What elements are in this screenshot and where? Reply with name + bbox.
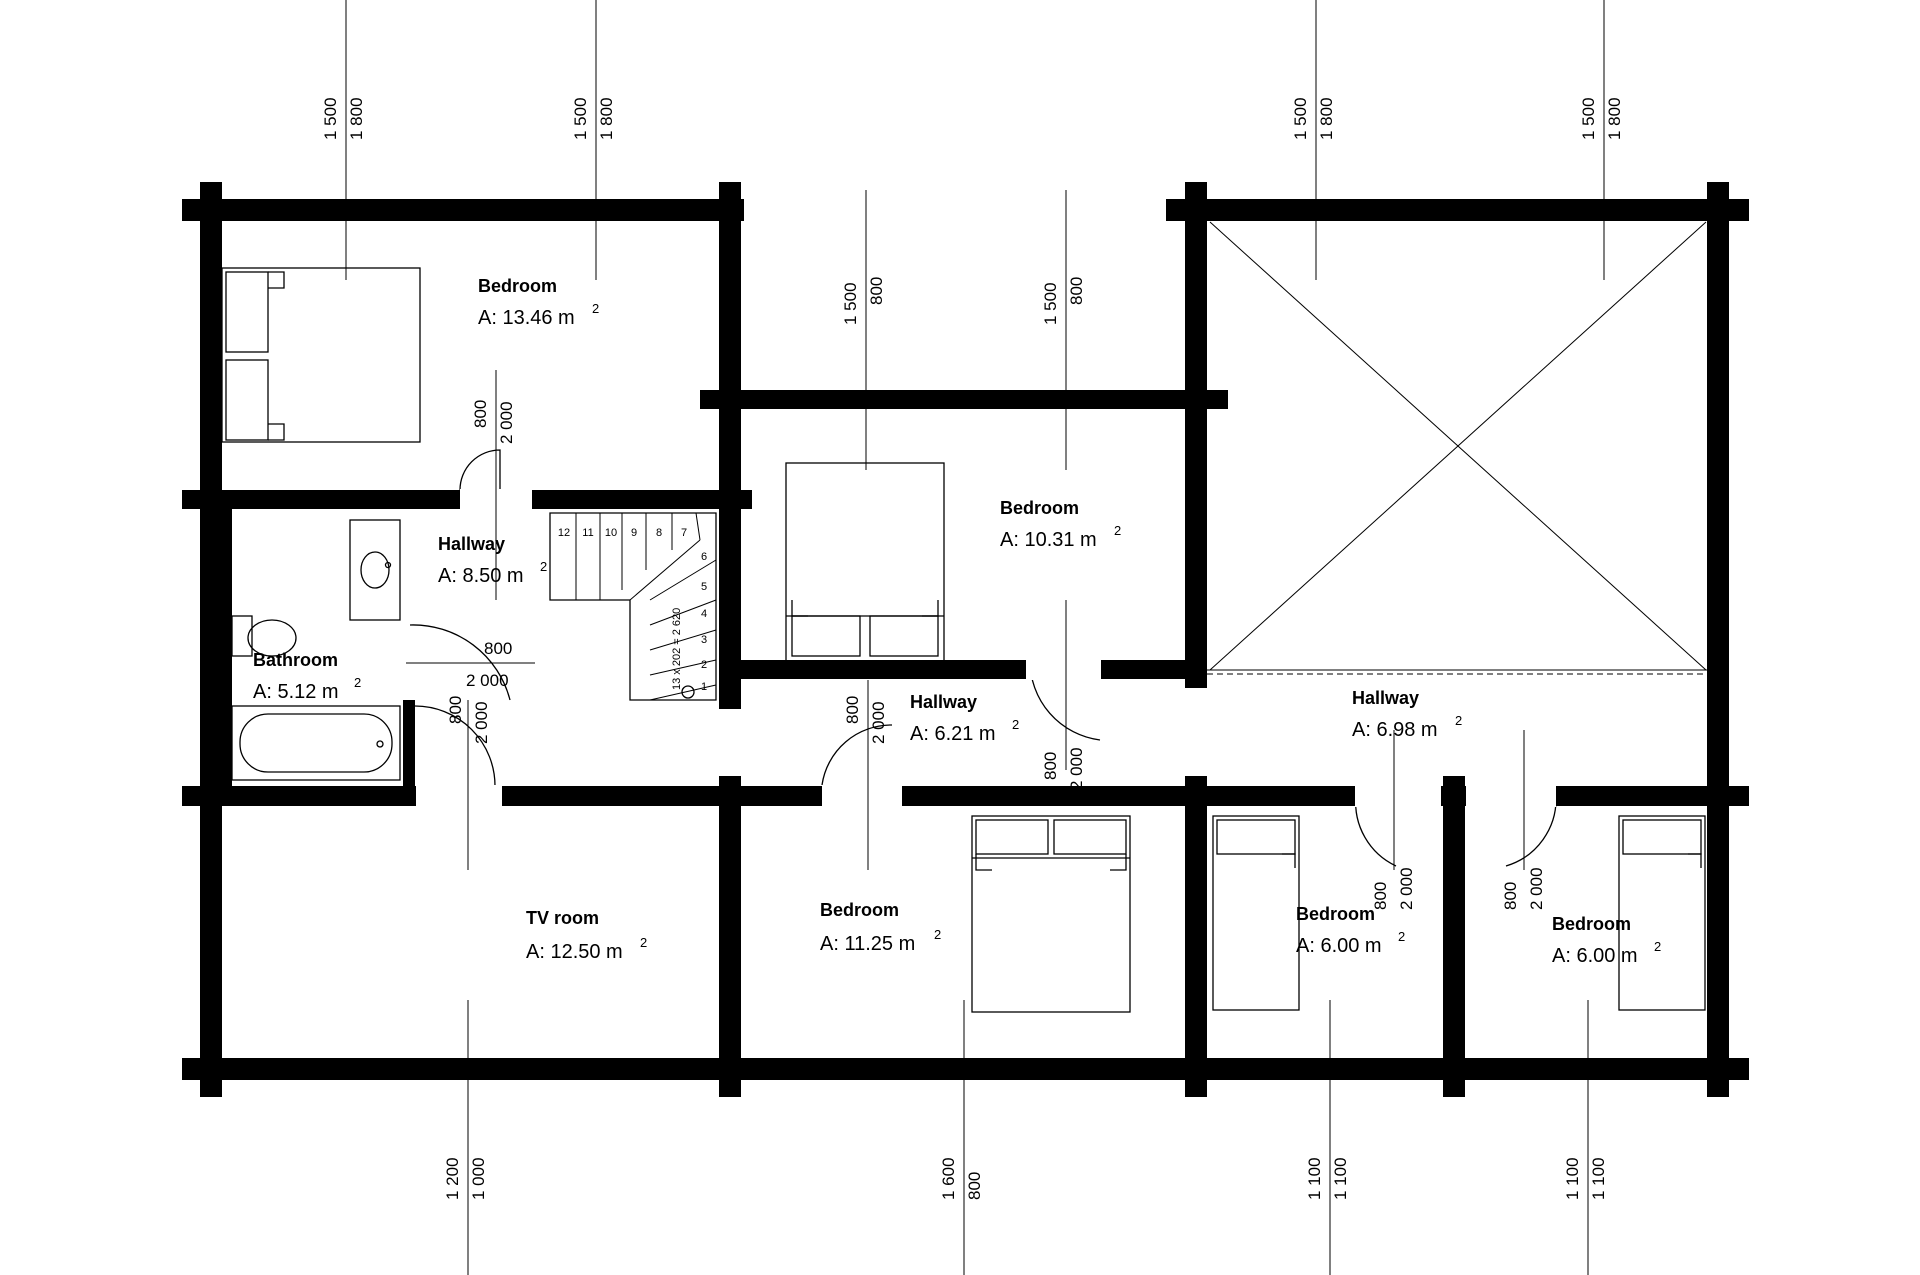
dim-door-small-1-a: 800 <box>1371 882 1390 910</box>
room-name-hallway-left: Hallway <box>438 534 505 554</box>
room-name-bedroom-center: Bedroom <box>1000 498 1079 518</box>
stair-step-6: 6 <box>701 551 707 563</box>
open-void <box>1207 221 1707 675</box>
dim-door-bath-h-a: 800 <box>484 639 512 658</box>
dim-inner-window-1-a: 1 500 <box>841 282 860 325</box>
dim-top-window-2-b: 1 800 <box>597 97 616 140</box>
dim-top-window-3-a: 1 500 <box>1291 97 1310 140</box>
room-unit-hallway-right: 2 <box>1455 713 1462 728</box>
dimension-labels: 1 500 1 800 1 500 1 800 1 500 1 800 1 50… <box>321 97 1624 1200</box>
room-name-tv-room: TV room <box>526 908 599 928</box>
dim-door-bed-bot-b: 2 000 <box>869 701 888 744</box>
dim-door-bath-v-b: 2 000 <box>472 701 491 744</box>
room-unit-tv-room: 2 <box>640 935 647 950</box>
room-name-bedroom-bottom-mid: Bedroom <box>820 900 899 920</box>
room-area-tv-room: A: 12.50 m <box>526 941 623 963</box>
room-area-bedroom-small-1: A: 6.00 m <box>1296 935 1382 957</box>
room-unit-bathroom: 2 <box>354 675 361 690</box>
dimension-lines <box>345 0 1605 1275</box>
dim-top-window-4-b: 1 800 <box>1605 97 1624 140</box>
dim-top-window-2-a: 1 500 <box>571 97 590 140</box>
dim-bot-window-3-a: 1 100 <box>1305 1157 1324 1200</box>
walls <box>182 182 1749 1097</box>
stair-step-10: 10 <box>605 527 617 539</box>
room-area-bedroom-top-left: A: 13.46 m <box>478 307 575 329</box>
stair-step-7: 7 <box>681 527 687 539</box>
stair-step-1: 1 <box>701 681 707 693</box>
dim-top-window-4-a: 1 500 <box>1579 97 1598 140</box>
dim-bot-window-3-b: 1 100 <box>1331 1157 1350 1200</box>
room-name-bedroom-top-left: Bedroom <box>478 276 557 296</box>
room-name-bathroom: Bathroom <box>253 650 338 670</box>
stair-step-3: 3 <box>701 634 707 646</box>
room-unit-bedroom-small-2: 2 <box>1654 939 1661 954</box>
room-area-bathroom: A: 5.12 m <box>253 681 339 703</box>
dim-top-window-3-b: 1 800 <box>1317 97 1336 140</box>
dim-door-small-2-b: 2 000 <box>1527 867 1546 910</box>
room-unit-hallway-center: 2 <box>1012 717 1019 732</box>
dim-door-hall-top-b: 2 000 <box>497 401 516 444</box>
dim-bot-window-4-b: 1 100 <box>1589 1157 1608 1200</box>
stair-step-11: 11 <box>582 527 593 539</box>
room-area-hallway-right: A: 6.98 m <box>1352 719 1438 741</box>
room-unit-bedroom-bottom-mid: 2 <box>934 927 941 942</box>
room-name-hallway-center: Hallway <box>910 692 977 712</box>
room-unit-bedroom-center: 2 <box>1114 523 1121 538</box>
dim-bot-window-2-a: 1 600 <box>939 1157 958 1200</box>
dim-door-bed-ctr-b: 2 000 <box>1067 747 1086 790</box>
room-area-bedroom-center: A: 10.31 m <box>1000 529 1097 551</box>
dim-inner-window-2-a: 1 500 <box>1041 282 1060 325</box>
dim-inner-window-2-b: 800 <box>1067 277 1086 305</box>
dim-bot-window-2-b: 800 <box>965 1172 984 1200</box>
room-area-hallway-center: A: 6.21 m <box>910 723 996 745</box>
stair-step-2: 2 <box>701 659 707 671</box>
dim-door-hall-top-a: 800 <box>471 400 490 428</box>
stair-step-8: 8 <box>656 527 662 539</box>
dim-inner-window-1-b: 800 <box>867 277 886 305</box>
room-name-bedroom-small-1: Bedroom <box>1296 904 1375 924</box>
dim-door-bath-v-a: 800 <box>446 696 465 724</box>
room-labels: Bedroom A: 13.46 m 2 Hallway A: 8.50 m 2… <box>253 276 1661 967</box>
room-area-bedroom-small-2: A: 6.00 m <box>1552 945 1638 967</box>
room-area-hallway-left: A: 8.50 m <box>438 565 524 587</box>
stair-step-12: 12 <box>558 527 570 539</box>
dim-door-small-1-b: 2 000 <box>1397 867 1416 910</box>
room-unit-bedroom-small-1: 2 <box>1398 929 1405 944</box>
dim-door-bath-h-b: 2 000 <box>466 671 509 690</box>
dim-top-window-1-a: 1 500 <box>321 97 340 140</box>
room-unit-hallway-left: 2 <box>540 559 547 574</box>
room-area-bedroom-bottom-mid: A: 11.25 m <box>820 933 915 955</box>
stair-formula: 13 x 202 = 2 620 <box>671 608 683 690</box>
dim-top-window-1-b: 1 800 <box>347 97 366 140</box>
staircase: 12 11 10 9 8 7 6 5 4 3 2 1 13 x 202 = 2 … <box>549 512 717 701</box>
dim-bot-window-4-a: 1 100 <box>1563 1157 1582 1200</box>
stair-step-4: 4 <box>701 608 707 620</box>
dim-door-small-2-a: 800 <box>1501 882 1520 910</box>
room-name-bedroom-small-2: Bedroom <box>1552 914 1631 934</box>
stair-step-9: 9 <box>631 527 637 539</box>
room-name-hallway-right: Hallway <box>1352 688 1419 708</box>
stair-step-5: 5 <box>701 581 707 593</box>
dim-bot-window-1-b: 1 000 <box>469 1157 488 1200</box>
room-unit-bedroom-top-left: 2 <box>592 301 599 316</box>
furniture <box>221 267 1706 1013</box>
dim-bot-window-1-a: 1 200 <box>443 1157 462 1200</box>
dim-door-bed-bot-a: 800 <box>843 696 862 724</box>
dim-door-bed-ctr-a: 800 <box>1041 752 1060 780</box>
